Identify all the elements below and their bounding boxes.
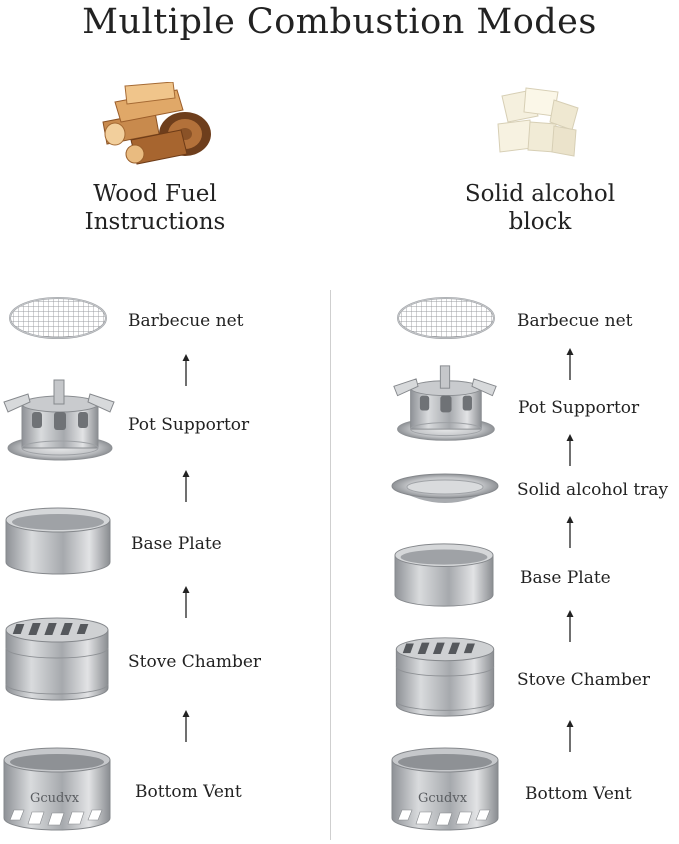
arrow-up-icon bbox=[566, 516, 574, 548]
left-label-barbecue-net: Barbecue net bbox=[128, 311, 244, 331]
barbecue-net-image bbox=[397, 297, 495, 339]
left-label-bottom-vent: Bottom Vent bbox=[135, 782, 242, 802]
barbecue-net-image bbox=[9, 297, 107, 339]
left-label-stove-chamber: Stove Chamber bbox=[128, 652, 262, 672]
right-label-base-plate: Base Plate bbox=[520, 568, 611, 588]
right-label-barbecue-net: Barbecue net bbox=[517, 311, 633, 331]
arrow-up-icon bbox=[182, 470, 190, 502]
arrow-up-icon bbox=[182, 354, 190, 386]
right-label-pot-supportor: Pot Supportor bbox=[518, 398, 640, 418]
right-label-solid-alcohol-tray: Solid alcohol tray bbox=[517, 480, 669, 500]
right-label-stove-chamber: Stove Chamber bbox=[517, 670, 651, 690]
arrow-up-icon bbox=[566, 348, 574, 380]
stove-chamber-image bbox=[395, 637, 495, 717]
left-label-pot-supportor: Pot Supportor bbox=[128, 415, 250, 435]
left-label-base-plate: Base Plate bbox=[131, 534, 222, 554]
stove-chamber-image bbox=[5, 617, 109, 701]
firewood-icon bbox=[102, 82, 211, 165]
right-heading-line1: Solid alcohol bbox=[464, 181, 616, 207]
right-heading-line2: block bbox=[508, 209, 572, 235]
page-title: Multiple Combustion Modes bbox=[82, 2, 597, 42]
base-plate-image bbox=[394, 543, 494, 607]
pot-supportor-image bbox=[393, 365, 497, 441]
base-plate-image bbox=[5, 507, 111, 575]
arrow-up-icon bbox=[182, 710, 190, 742]
right-brand-mark: Gcudvx bbox=[418, 791, 468, 806]
left-heading: Wood Fuel Instructions bbox=[40, 180, 270, 236]
right-label-bottom-vent: Bottom Vent bbox=[525, 784, 632, 804]
pot-supportor-image bbox=[3, 379, 115, 461]
bottom-vent-image bbox=[391, 747, 499, 831]
column-divider bbox=[330, 290, 331, 840]
right-heading: Solid alcohol block bbox=[425, 180, 655, 236]
arrow-up-icon bbox=[566, 720, 574, 752]
left-heading-line2: Instructions bbox=[84, 209, 226, 235]
alcohol-block-icon bbox=[497, 87, 579, 157]
arrow-up-icon bbox=[182, 586, 190, 618]
left-brand-mark: Gcudvx bbox=[30, 791, 80, 806]
arrow-up-icon bbox=[566, 434, 574, 466]
arrow-up-icon bbox=[566, 610, 574, 642]
solid-alcohol-tray-image bbox=[391, 473, 499, 503]
bottom-vent-image bbox=[3, 747, 111, 831]
left-heading-line1: Wood Fuel bbox=[93, 181, 217, 207]
